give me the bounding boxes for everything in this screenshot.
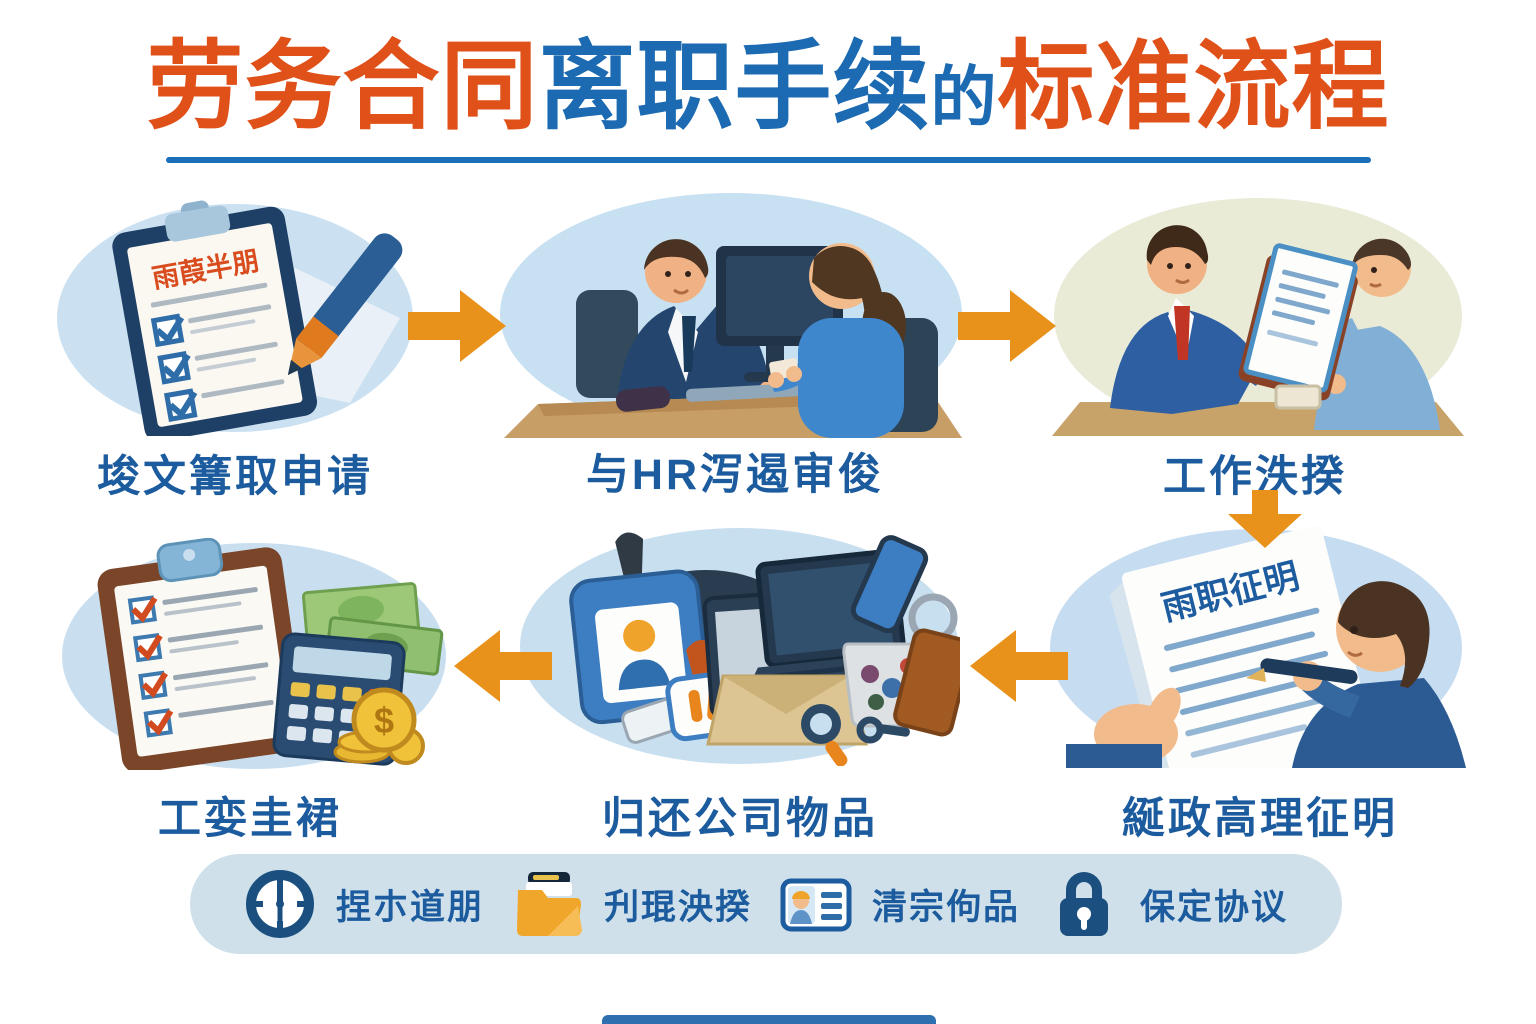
- footer-item-handover: 刋琨泱揆: [512, 868, 752, 940]
- step4-label: 綖政高理征明: [1122, 795, 1398, 843]
- step2-label: 与HR泻遏审俊: [585, 451, 885, 499]
- arrow-step1-to-step2: [408, 288, 508, 364]
- clock-icon: [245, 870, 314, 938]
- footer-bar: 捏朩道朋 刋琨泱揆 清宗佝品: [190, 854, 1342, 954]
- right-arrow-icon: [408, 290, 506, 362]
- footer-item-inventory-label: 清宗佝品: [871, 887, 1020, 927]
- arrow-step3-to-step4: [1228, 490, 1302, 548]
- id-badge-icon: [780, 878, 852, 932]
- company-items-illustration: [520, 528, 960, 766]
- pen: [287, 233, 403, 376]
- phone-2: [850, 535, 929, 634]
- title-part-1: 劳务合同: [146, 32, 539, 141]
- signing-man: [1246, 581, 1466, 768]
- footer-item-notice-label: 捏朩道朋: [335, 887, 484, 927]
- title-section: 劳务合同离职手续的标准流程: [0, 32, 1536, 163]
- step5-label: 归还公司物品: [602, 795, 878, 843]
- employee-woman: [768, 243, 906, 438]
- down-arrow-icon: [1228, 490, 1302, 548]
- lock-icon: [1059, 872, 1108, 936]
- arrow-step5-to-step6: [452, 628, 552, 704]
- step6-bubble: $: [60, 538, 448, 770]
- envelope-flap: [723, 676, 850, 714]
- hr-meeting-illustration: [500, 193, 962, 438]
- dollar-sign: $: [374, 700, 394, 741]
- document-handover-illustration: [1052, 198, 1464, 436]
- page-title: 劳务合同离职手续的标准流程: [0, 32, 1536, 141]
- title-part-3: 的: [930, 60, 998, 134]
- step3-bubble: [1052, 196, 1464, 436]
- holding-hand: [1066, 687, 1181, 768]
- gold-coins: $: [333, 687, 425, 765]
- footer-item-confidentiality: 保定协议: [1048, 868, 1288, 940]
- arrow-step4-to-step5: [968, 628, 1068, 704]
- step2-bubble: [498, 190, 966, 438]
- key: [856, 716, 910, 744]
- step4-bubble: 雨职征明: [1048, 526, 1466, 768]
- left-arrow-icon: [454, 630, 552, 702]
- title-underline: [165, 156, 1371, 163]
- checklist-clipboard: [97, 538, 307, 770]
- certificate-signing-illustration: 雨职征明: [1050, 526, 1466, 768]
- footer-item-inventory: 清宗佝品: [780, 868, 1020, 940]
- folder-icon: [516, 872, 582, 936]
- title-part-4: 标准流程: [997, 32, 1390, 141]
- footer-item-notice: 捏朩道朋: [244, 868, 484, 940]
- notebook: [893, 628, 960, 737]
- arrow-step2-to-step3: [958, 288, 1058, 364]
- bottom-cropped-bar: [602, 1015, 936, 1024]
- handover-clipboard: [1238, 243, 1358, 401]
- purse: [615, 386, 671, 412]
- step6-label: 工娈圭裙: [158, 795, 342, 843]
- step5-bubble: [518, 526, 960, 766]
- right-arrow-icon: [958, 290, 1056, 362]
- step1-label: 埈文篝取申请: [97, 453, 373, 501]
- footer-item-handover-label: 刋琨泱揆: [603, 887, 752, 927]
- salary-settlement-illustration: $: [62, 538, 446, 770]
- note-pad: [1274, 384, 1322, 410]
- left-arrow-icon: [970, 630, 1068, 702]
- step1-bubble: 雨葭半朋: [55, 198, 415, 436]
- footer-item-confidentiality-label: 保定协议: [1139, 887, 1288, 927]
- magnifier: [801, 704, 848, 766]
- clipboard: 雨葭半朋: [112, 200, 318, 436]
- title-part-2: 离职手续: [538, 32, 931, 141]
- clipboard-with-pen-illustration: 雨葭半朋: [57, 200, 413, 436]
